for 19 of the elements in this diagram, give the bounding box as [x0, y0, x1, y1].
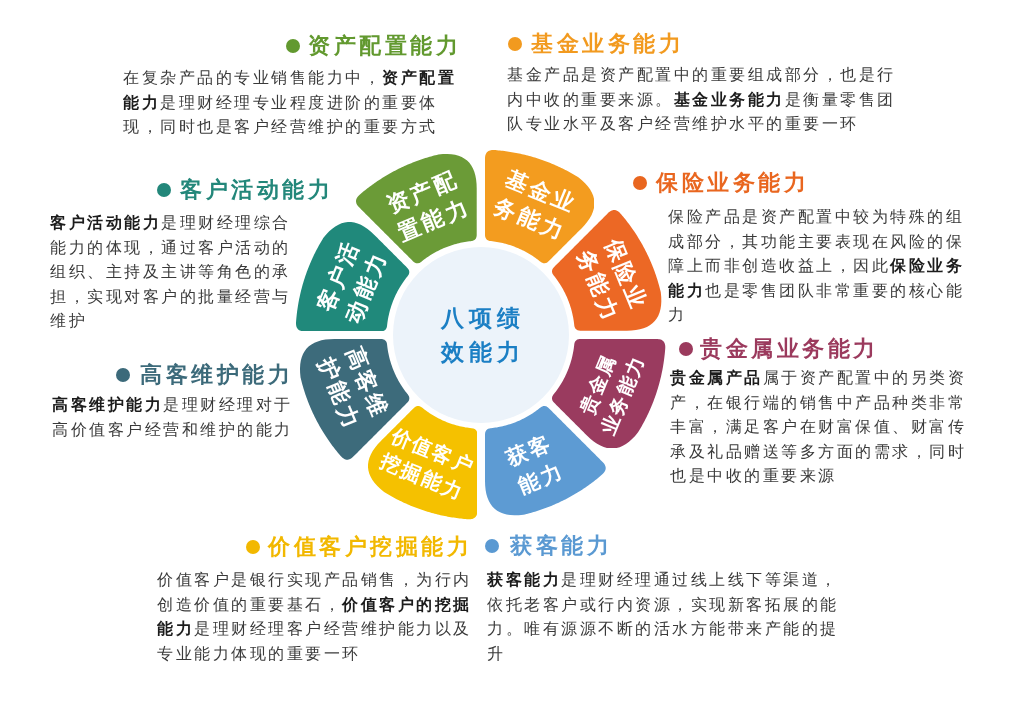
description-text: 价值客户是银行实现产品销售，为行内创造价值的重要基石，价值客户的挖掘能力是理财经理客户经营维护能力以及专业能力体现的重要一环	[157, 569, 473, 665]
description-text: 在复杂产品的专业销售能力中，资产配置能力是理财经理专业程度进阶的重要体现，同时也是客户经营维护的重要方式	[123, 67, 457, 138]
description-text: 获客能力是理财经理通过线上线下等渠道，依托老客户或行内资源，实现新客拓展的能力。唯有源源不断的活水方能带来产能的提升	[487, 569, 840, 665]
description-text: 基金产品是资产配置中的重要组成部分，也是行内中收的重要来源。基金业务能力是衡量零售团队专业水平及客户经营维护水平的重要一环	[507, 64, 897, 135]
description-text: 客户活动能力是理财经理综合能力的体现，通过客户活动的组织、主持及主讲等角色的承担，实现对客户的批量经营与维护	[50, 212, 292, 332]
section-heading: 资产配置能力	[308, 33, 461, 59]
description-text: 保险产品是资产配置中较为特殊的组成部分，其功能主要表现在风险的保障上而非创造收益上，因此保险业务能力也是零售团队非常重要的核心能力	[668, 206, 965, 326]
section-heading: 贵金属业务能力	[700, 336, 879, 362]
section-heading: 基金业务能力	[531, 31, 684, 57]
section-heading: 价值客户挖掘能力	[268, 534, 472, 560]
description-text: 高客维护能力是理财经理对于高价值客户经营和维护的能力	[52, 394, 294, 441]
petal-label: 贵金属业务能力	[575, 349, 651, 439]
section-heading: 获客能力	[510, 533, 612, 559]
hub-label: 八项绩效能力	[441, 304, 526, 367]
petal-label: 获客能力	[502, 429, 570, 501]
description-text: 贵金属产品属于资产配置中的另类资产，在银行端的销售中产品种类非常丰富，满足客户在财富保值、财富传承及礼品赠送等多方面的需求，同时也是中收的重要来源	[670, 367, 967, 487]
section-heading: 高客维护能力	[140, 362, 293, 388]
section-heading: 客户活动能力	[180, 177, 333, 203]
section-heading: 保险业务能力	[656, 170, 809, 196]
